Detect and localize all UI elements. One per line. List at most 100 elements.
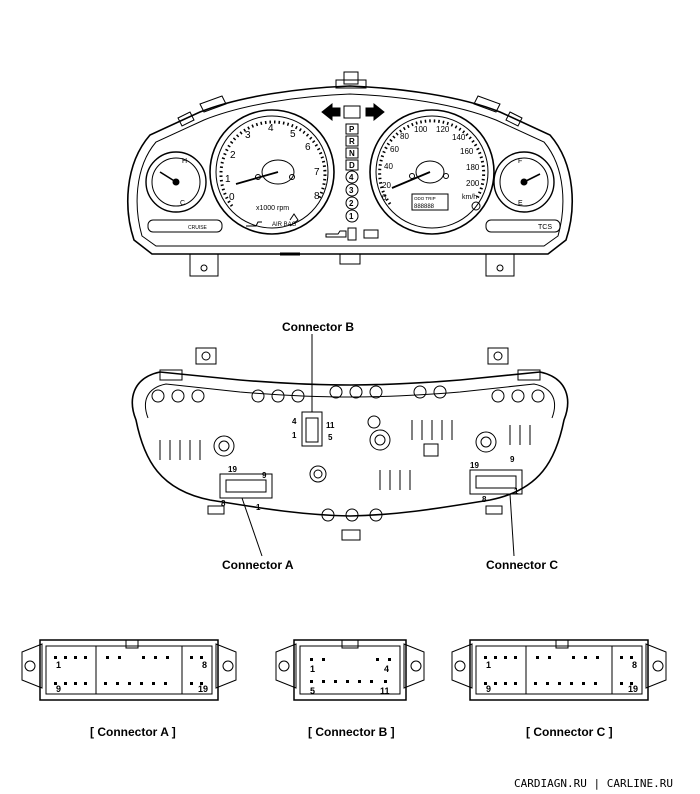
speed-tick-120: 120	[436, 125, 450, 134]
mid-c-pin-8: 8	[482, 495, 487, 504]
tach-tick-2: 2	[230, 150, 236, 161]
a-pin-1: 1	[56, 660, 61, 670]
connector-b-face: 1 4 5 11	[275, 639, 425, 701]
gear-1: 1	[349, 212, 354, 221]
tach-ticks: 0 1 2 3 4 5 6 7 8	[225, 123, 320, 203]
fuel-full-label: F	[518, 158, 522, 165]
door-ajar-icon	[347, 227, 357, 241]
fuel-gauge	[493, 151, 555, 213]
b-pin-1: 1	[310, 664, 315, 674]
seatbelt-icon	[289, 213, 299, 227]
speed-tick-40: 40	[384, 162, 393, 171]
c-pin-1: 1	[486, 660, 491, 670]
gear-indicator-column	[345, 123, 359, 223]
mid-c-pin-1: 1	[514, 487, 519, 496]
rear-connector-a	[219, 473, 273, 499]
watermark: CARDIAGN.RU | CARLINE.RU	[514, 777, 673, 790]
speed-tick-160: 160	[460, 147, 474, 156]
mid-b-pin-1: 1	[292, 431, 297, 440]
mid-a-pin-9: 9	[262, 471, 267, 480]
b-pin-11: 11	[380, 686, 390, 696]
tach-tick-6: 6	[305, 142, 311, 153]
airbag-text: AIR BAG	[272, 222, 297, 228]
mid-b-pin-5: 5	[328, 433, 333, 442]
speed-tick-180: 180	[466, 163, 480, 172]
odo-value: 888888	[414, 204, 435, 210]
check-engine-icon	[325, 230, 347, 238]
speed-tick-80: 80	[400, 132, 409, 141]
speed-tick-20: 20	[382, 181, 391, 190]
gear-d: D	[349, 161, 355, 170]
speed-tick-0: 0	[382, 193, 387, 202]
connector-b-caption: [ Connector B ]	[308, 725, 395, 739]
cluster-rear-view: 19 9 8 1 4 1 5 11 19 9 8 1	[131, 334, 569, 557]
gear-r: R	[349, 137, 355, 146]
tach-tick-0: 0	[229, 192, 235, 203]
a-pin-8: 8	[202, 660, 207, 670]
b-pin-4: 4	[384, 664, 389, 674]
speed-tick-60: 60	[390, 145, 399, 154]
tach-unit: x1000 rpm	[256, 205, 289, 212]
mid-a-pin-8: 8	[221, 499, 226, 508]
connector-b-callout: Connector B	[282, 320, 354, 334]
tach-tick-1: 1	[225, 174, 231, 185]
turn-left-icon	[321, 102, 341, 122]
connector-a-callout: Connector A	[222, 558, 294, 572]
cruise-text: CRUISE	[188, 225, 208, 231]
headlight-icon	[343, 105, 361, 119]
gear-4: 4	[349, 173, 354, 182]
tach-tick-4: 4	[268, 123, 274, 134]
connector-c-face: 1 8 9 19	[451, 639, 667, 701]
connector-a-pin-holes	[54, 656, 203, 685]
connector-c-caption: [ Connector C ]	[526, 725, 613, 739]
cluster-housing	[127, 85, 573, 255]
mid-c-pin-9: 9	[510, 455, 515, 464]
connector-c-pin-holes	[484, 656, 633, 685]
vent-slots	[159, 420, 531, 490]
speed-ticks: 0 20 40 60 80 100 120 140 160 180 200	[382, 125, 480, 202]
tcs-text: TCS	[538, 224, 552, 231]
connector-c-callout: Connector C	[486, 558, 558, 572]
mid-b-pin-4: 4	[292, 417, 297, 426]
gear-3: 3	[349, 186, 354, 195]
speed-unit: km/h	[462, 194, 477, 201]
battery-icon	[363, 229, 379, 239]
trip-reset-knob	[471, 201, 481, 211]
temp-hot-label: H	[182, 158, 187, 165]
tach-tick-5: 5	[290, 129, 296, 140]
rear-tab-right	[487, 347, 509, 365]
c-pin-19: 19	[628, 684, 638, 694]
c-pin-8: 8	[632, 660, 637, 670]
speed-tick-100: 100	[414, 125, 428, 134]
rear-connector-c	[469, 469, 523, 495]
odometer-display	[411, 193, 449, 211]
tach-tick-3: 3	[245, 130, 251, 141]
odo-label: ODO TRIP	[414, 196, 436, 201]
rear-housing	[131, 371, 569, 517]
connector-a-caption: [ Connector A ]	[90, 725, 176, 739]
speedometer	[369, 109, 495, 235]
temp-cold-label: C	[180, 200, 185, 207]
mid-a-pin-19: 19	[228, 465, 237, 474]
cluster-top-tab	[343, 71, 359, 85]
bulb-sockets	[151, 385, 545, 522]
tachometer	[209, 109, 335, 235]
rear-connector-b	[301, 411, 323, 447]
turn-right-icon	[365, 102, 385, 122]
mid-a-pin-1: 1	[256, 503, 261, 512]
gear-n: N	[349, 149, 355, 158]
mid-c-pin-19: 19	[470, 461, 479, 470]
cluster-front-view: H C 0 1 2 3 4 5 6 7 8 x1000 rpm AIR BAG	[127, 71, 573, 277]
speed-tick-200: 200	[466, 179, 480, 188]
bracket-left	[189, 254, 219, 277]
tach-tick-7: 7	[314, 167, 320, 178]
gear-p: P	[349, 125, 355, 134]
cluster-inner-rim	[136, 93, 564, 247]
c-pin-9: 9	[486, 684, 491, 694]
tach-tick-8: 8	[314, 191, 320, 202]
gear-2: 2	[349, 199, 354, 208]
left-indicator-strip	[147, 219, 223, 233]
speed-tick-140: 140	[452, 133, 466, 142]
mid-b-pin-11: 11	[326, 421, 335, 430]
